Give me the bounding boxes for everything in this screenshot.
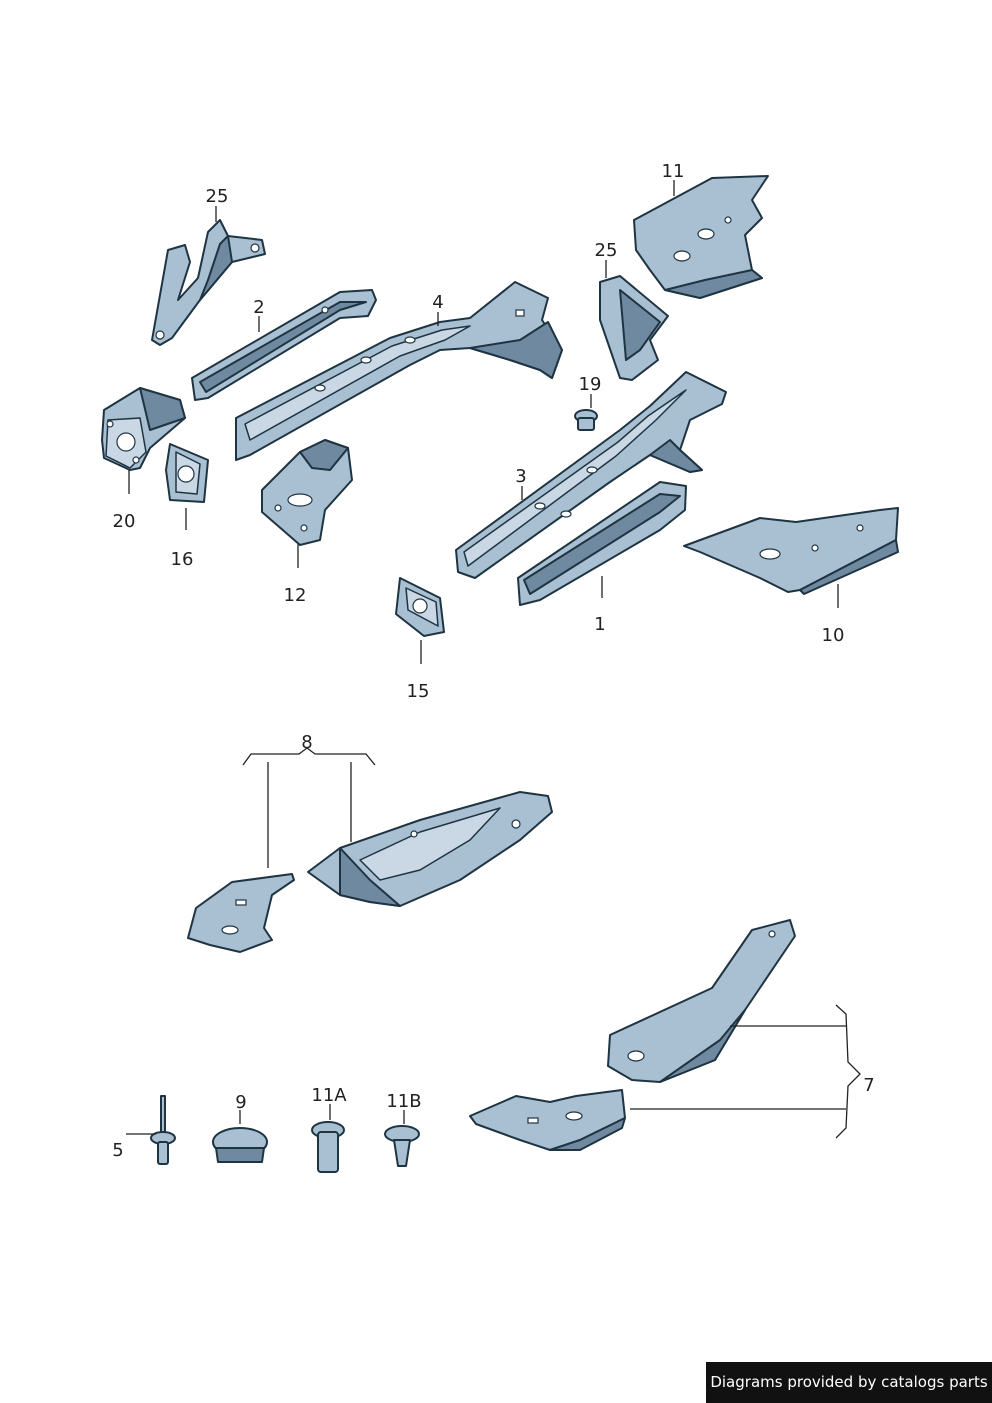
callout-10: 10 — [822, 625, 845, 646]
part-11a-nut — [311, 1121, 345, 1173]
callout-19: 19 — [579, 374, 602, 395]
callout-11b: 11B — [386, 1091, 421, 1112]
callout-7: 7 — [863, 1075, 874, 1096]
callout-9: 9 — [235, 1092, 246, 1113]
part-19-plug — [574, 409, 598, 431]
part-10-floor-panel — [683, 507, 899, 595]
part-12-bracket — [261, 439, 353, 546]
callout-15: 15 — [407, 681, 430, 702]
part-8-left-section — [187, 873, 295, 953]
callout-8: 8 — [301, 732, 312, 753]
part-11b-clip — [384, 1125, 420, 1167]
part-15-plate — [395, 577, 445, 637]
callout-11a: 11A — [311, 1085, 347, 1106]
callout-labels: 25 2 4 11 25 19 3 20 16 12 1 10 15 8 7 5… — [112, 161, 874, 1161]
part-20-crash-box — [101, 387, 186, 471]
part-25-right-gusset — [599, 275, 669, 381]
callout-3: 3 — [515, 466, 526, 487]
part-8-right-section — [307, 791, 553, 907]
part-3-longitudinal-member — [455, 371, 727, 579]
footer-banner: Diagrams provided by catalogs parts — [706, 1362, 992, 1403]
callout-20: 20 — [113, 511, 136, 532]
part-2-rail — [191, 289, 377, 401]
part-5-rivet — [150, 1095, 176, 1165]
part-1-rail — [517, 481, 687, 606]
part-7-upper-section — [607, 919, 796, 1083]
callout-12: 12 — [284, 585, 307, 606]
part-4-longitudinal-member — [235, 281, 563, 461]
part-25-left-bracket — [151, 219, 266, 346]
callout-2: 2 — [253, 297, 264, 318]
part-9-plug — [212, 1127, 268, 1163]
part-7-lower-section — [469, 1089, 626, 1151]
footer-text: Diagrams provided by catalogs parts — [710, 1373, 988, 1391]
leader-lines — [126, 180, 861, 1139]
part-16-plate — [165, 443, 209, 503]
callout-25-right: 25 — [595, 240, 618, 261]
callout-4: 4 — [432, 292, 443, 313]
part-11-panel — [633, 175, 769, 299]
callout-25-left: 25 — [206, 186, 229, 207]
callout-11: 11 — [662, 161, 685, 182]
callout-1: 1 — [594, 614, 605, 635]
callout-5: 5 — [112, 1140, 123, 1161]
callout-16: 16 — [171, 549, 194, 570]
